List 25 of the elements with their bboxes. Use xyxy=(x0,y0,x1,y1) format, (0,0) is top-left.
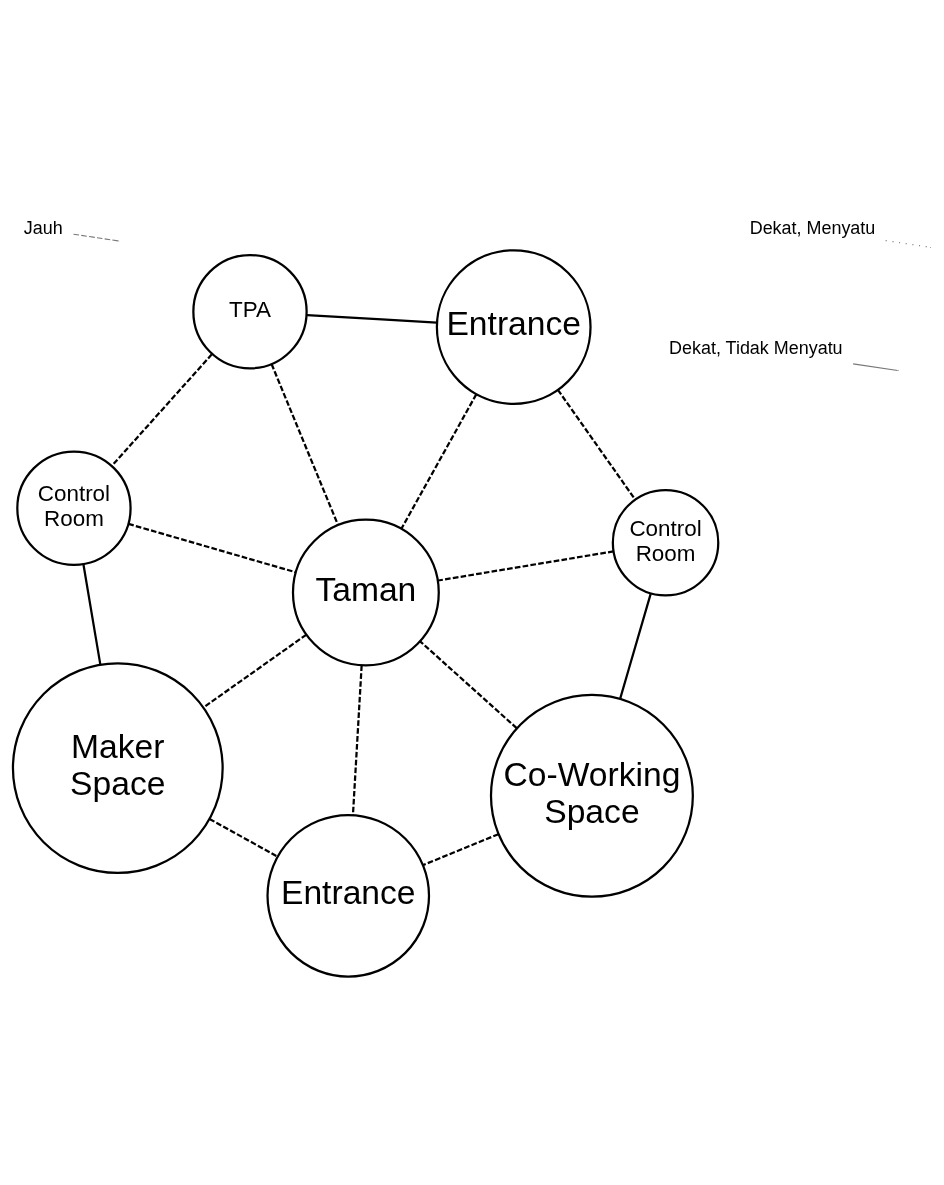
connector xyxy=(209,817,278,857)
connector xyxy=(82,563,102,665)
node-circle: TPA xyxy=(192,253,308,369)
connector xyxy=(110,353,213,467)
node-circle: Entrance xyxy=(266,813,431,978)
connector xyxy=(619,592,652,699)
legend-label: Dekat, Menyatu xyxy=(749,217,876,238)
connector xyxy=(203,633,307,708)
connector xyxy=(128,522,296,573)
node-circle: Entrance xyxy=(435,248,592,405)
node-circle: Co-Working Space xyxy=(489,693,694,898)
node-circle: Maker Space xyxy=(11,661,224,874)
node-circle: Control Room xyxy=(16,449,132,566)
legend-label: Dekat, Tidak Menyatu xyxy=(669,337,843,358)
connector xyxy=(438,549,614,582)
connector xyxy=(351,665,363,815)
connector xyxy=(306,313,437,324)
node-circle: Taman xyxy=(291,518,440,667)
connector xyxy=(557,388,637,500)
connector xyxy=(422,832,499,866)
connector xyxy=(270,363,339,525)
connector xyxy=(400,393,478,529)
node-circle: Control Room xyxy=(611,488,720,597)
connector xyxy=(419,639,518,729)
legend-label: Jauh xyxy=(23,217,63,238)
